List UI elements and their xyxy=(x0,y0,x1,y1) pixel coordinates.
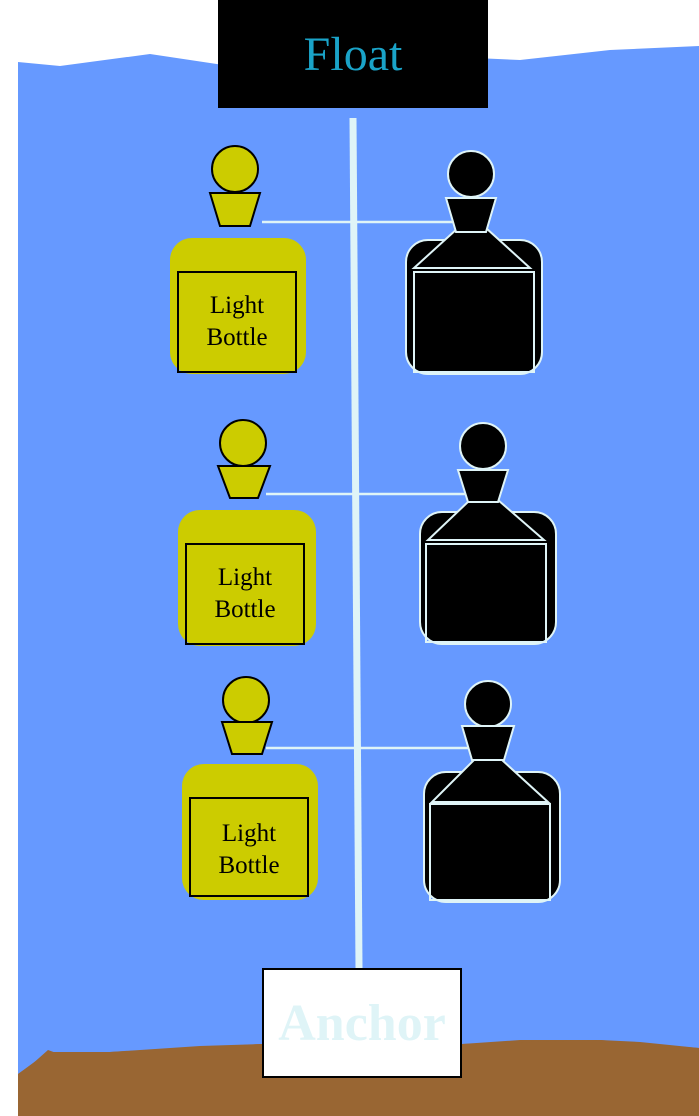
page-margin xyxy=(0,0,18,1116)
light-bottle-label: Light Bottle xyxy=(178,290,296,354)
anchor-label: Anchor xyxy=(278,994,446,1053)
light-bottle-label-line1: Light xyxy=(178,290,296,322)
light-bottle-label-line2: Bottle xyxy=(190,850,308,882)
light-bottle-label-line1: Light xyxy=(186,562,304,594)
light-bottle-label-line1: Light xyxy=(190,818,308,850)
float-box: Float xyxy=(218,0,488,108)
light-bottle-label-line2: Bottle xyxy=(178,322,296,354)
light-bottle-label-line2: Bottle xyxy=(186,594,304,626)
light-bottle-label: Light Bottle xyxy=(190,818,308,882)
light-bottle-label: Light Bottle xyxy=(186,562,304,626)
float-label: Float xyxy=(304,27,403,82)
anchor-box: Anchor xyxy=(262,968,462,1078)
